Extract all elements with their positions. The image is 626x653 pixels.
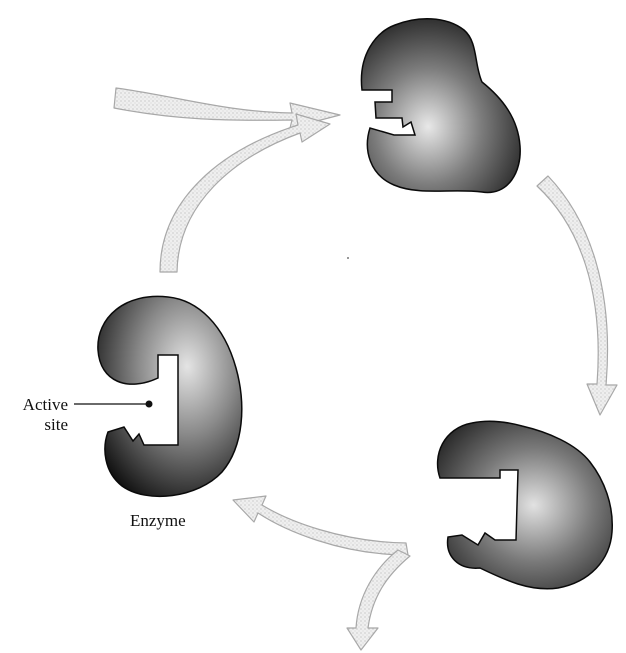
enzyme-label: Enzyme — [130, 511, 186, 531]
active-site-label: Active site — [6, 395, 68, 435]
enzyme-product-complex-shape — [438, 421, 613, 588]
cycle-arrow-top-to-right — [537, 176, 617, 415]
active-site-pointer-dot — [146, 401, 153, 408]
active-site-label-line1: Active — [6, 395, 68, 415]
enzyme-shape — [98, 296, 242, 496]
cycle-arrow-enzyme-to-top — [160, 114, 330, 272]
outgoing-product-arrow — [347, 550, 410, 650]
center-dot — [347, 257, 349, 259]
active-site-label-line2: site — [6, 415, 68, 435]
cycle-arrow-right-to-enzyme — [233, 496, 408, 555]
enzyme-substrate-complex-shape — [361, 19, 520, 193]
